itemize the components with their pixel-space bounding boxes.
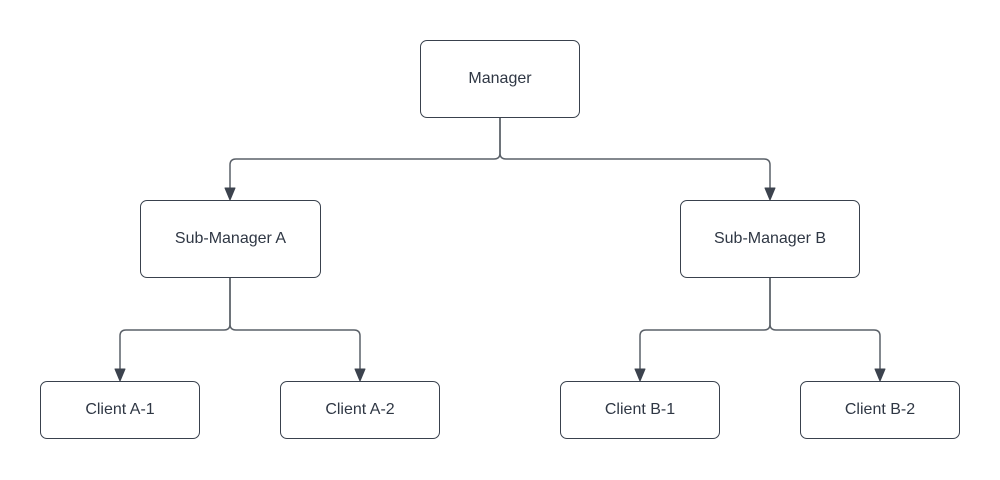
arrowhead-icon <box>114 368 126 382</box>
arrowhead-icon <box>354 368 366 382</box>
node-client-b2: Client B-2 <box>800 381 960 439</box>
arrowhead-icon <box>634 368 646 382</box>
node-client-a1: Client A-1 <box>40 381 200 439</box>
node-sub-manager-a-label: Sub-Manager A <box>174 230 287 248</box>
edge-manager-to-sub-manager-b <box>499 118 771 188</box>
node-client-b1: Client B-1 <box>560 381 720 439</box>
node-client-b1-label: Client B-1 <box>604 401 676 419</box>
edge-sub-manager-a-to-client-a2 <box>229 278 361 369</box>
node-manager: Manager <box>420 40 580 118</box>
edge-sub-manager-a-to-client-a1 <box>119 278 231 369</box>
node-sub-manager-a: Sub-Manager A <box>140 200 321 278</box>
edge-sub-manager-b-to-client-b2 <box>769 278 881 369</box>
node-client-a1-label: Client A-1 <box>85 401 155 419</box>
edge-sub-manager-b-to-client-b1 <box>639 278 771 369</box>
node-client-a2: Client A-2 <box>280 381 440 439</box>
node-client-b2-label: Client B-2 <box>844 401 916 419</box>
node-client-a2-label: Client A-2 <box>325 401 395 419</box>
node-sub-manager-b: Sub-Manager B <box>680 200 860 278</box>
arrowhead-icon <box>874 368 886 382</box>
edge-manager-to-sub-manager-a <box>229 118 501 188</box>
node-manager-label: Manager <box>468 70 532 88</box>
arrowhead-icon <box>764 187 776 201</box>
node-sub-manager-b-label: Sub-Manager B <box>713 230 827 248</box>
arrowhead-icon <box>224 187 236 201</box>
